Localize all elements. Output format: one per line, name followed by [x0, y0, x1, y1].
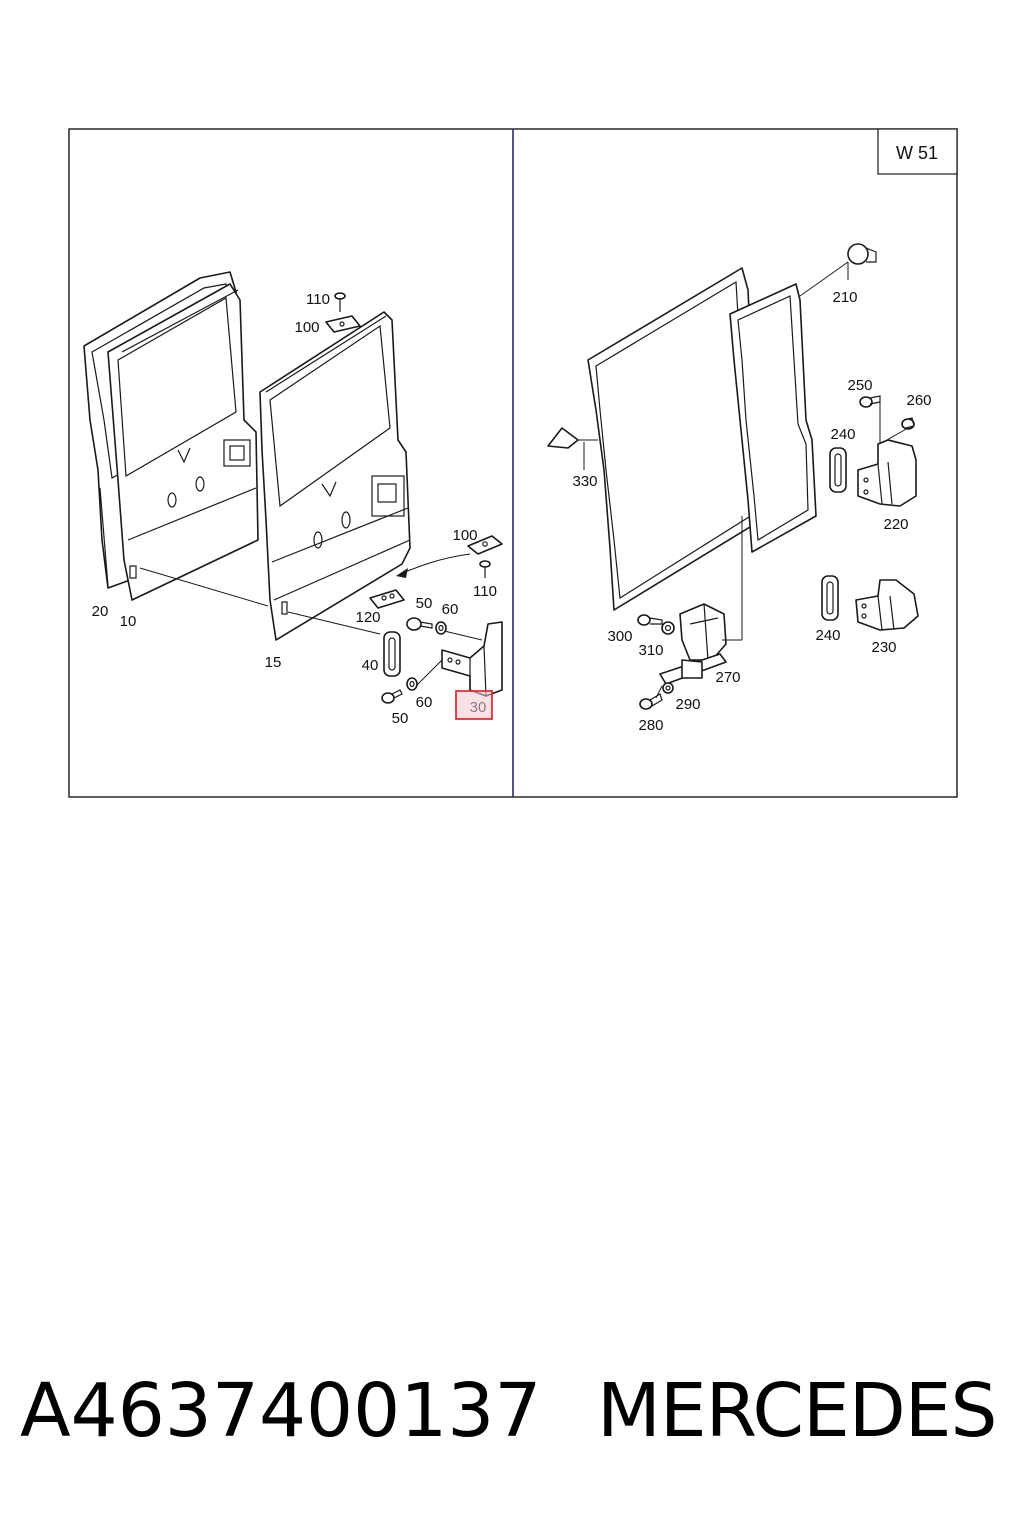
seal-240-top: [829, 447, 847, 493]
callout-220: 220: [883, 516, 908, 533]
washer-60-bottom: [406, 677, 418, 691]
bolt-50-top: [406, 617, 433, 631]
callout-230: 230: [871, 639, 896, 656]
screw-110-top: [334, 292, 346, 312]
plate-100-mid: [467, 535, 503, 555]
callout-100-mid: 100: [452, 527, 477, 544]
hinge-230: [855, 579, 919, 631]
bolt-50-bottom: [381, 689, 403, 704]
lock-washer-310: [661, 621, 675, 635]
callout-240-top: 240: [830, 426, 855, 443]
clip-330: [547, 427, 598, 470]
seal-240-bottom: [821, 575, 839, 621]
callout-240-bottom: 240: [815, 627, 840, 644]
callout-280: 280: [638, 717, 663, 734]
plate-100-top: [325, 315, 361, 333]
hinge-220: [857, 439, 917, 507]
page-code-box: W 51: [877, 128, 958, 175]
screw-300: [637, 614, 663, 626]
callout-15: 15: [265, 654, 282, 671]
screw-210: [799, 243, 877, 297]
door-panel-15: [259, 311, 411, 641]
bolt-280: [639, 685, 663, 710]
brand-name: MERCEDES: [597, 1368, 997, 1454]
left-leader-lines: [139, 553, 483, 691]
callout-110-top: 110: [306, 291, 330, 308]
callout-210: 210: [832, 289, 857, 306]
footer: A4637400137 MERCEDES: [0, 1368, 1024, 1478]
callout-100-top: 100: [294, 319, 319, 336]
highlight-box-30: [455, 690, 493, 720]
callout-110-mid: 110: [473, 583, 497, 600]
callout-250: 250: [847, 377, 872, 394]
callout-40: 40: [362, 657, 379, 674]
plate-120: [369, 589, 405, 609]
callout-260: 260: [906, 392, 931, 409]
bolt-260: [901, 417, 915, 430]
callout-60-top: 60: [442, 601, 459, 618]
hinge-30: [441, 621, 503, 697]
screw-110-mid: [479, 560, 491, 578]
part-number: A4637400137: [20, 1368, 542, 1454]
seal-40: [383, 631, 401, 677]
page-code: W 51: [896, 143, 938, 163]
callout-50-top: 50: [416, 595, 433, 612]
callout-330: 330: [572, 473, 597, 490]
callout-30-highlighted: 30: [470, 699, 487, 716]
washer-60-top: [435, 621, 447, 635]
nut-290: [662, 682, 674, 694]
callout-270: 270: [715, 669, 740, 686]
callout-60-bottom: 60: [416, 694, 433, 711]
door-shell-10: [107, 283, 259, 601]
callout-labels: 20 10 15 110 100 100 110 120 50 60 40 60…: [92, 289, 932, 734]
door-check-270: [659, 516, 743, 685]
callout-310: 310: [638, 642, 663, 659]
callout-290: 290: [675, 696, 700, 713]
callout-120: 120: [355, 609, 380, 626]
callout-10: 10: [120, 613, 137, 630]
window-seal-inner: [729, 283, 817, 553]
callout-20: 20: [92, 603, 109, 620]
callout-300: 300: [607, 628, 632, 645]
callout-50-bottom: 50: [392, 710, 409, 727]
